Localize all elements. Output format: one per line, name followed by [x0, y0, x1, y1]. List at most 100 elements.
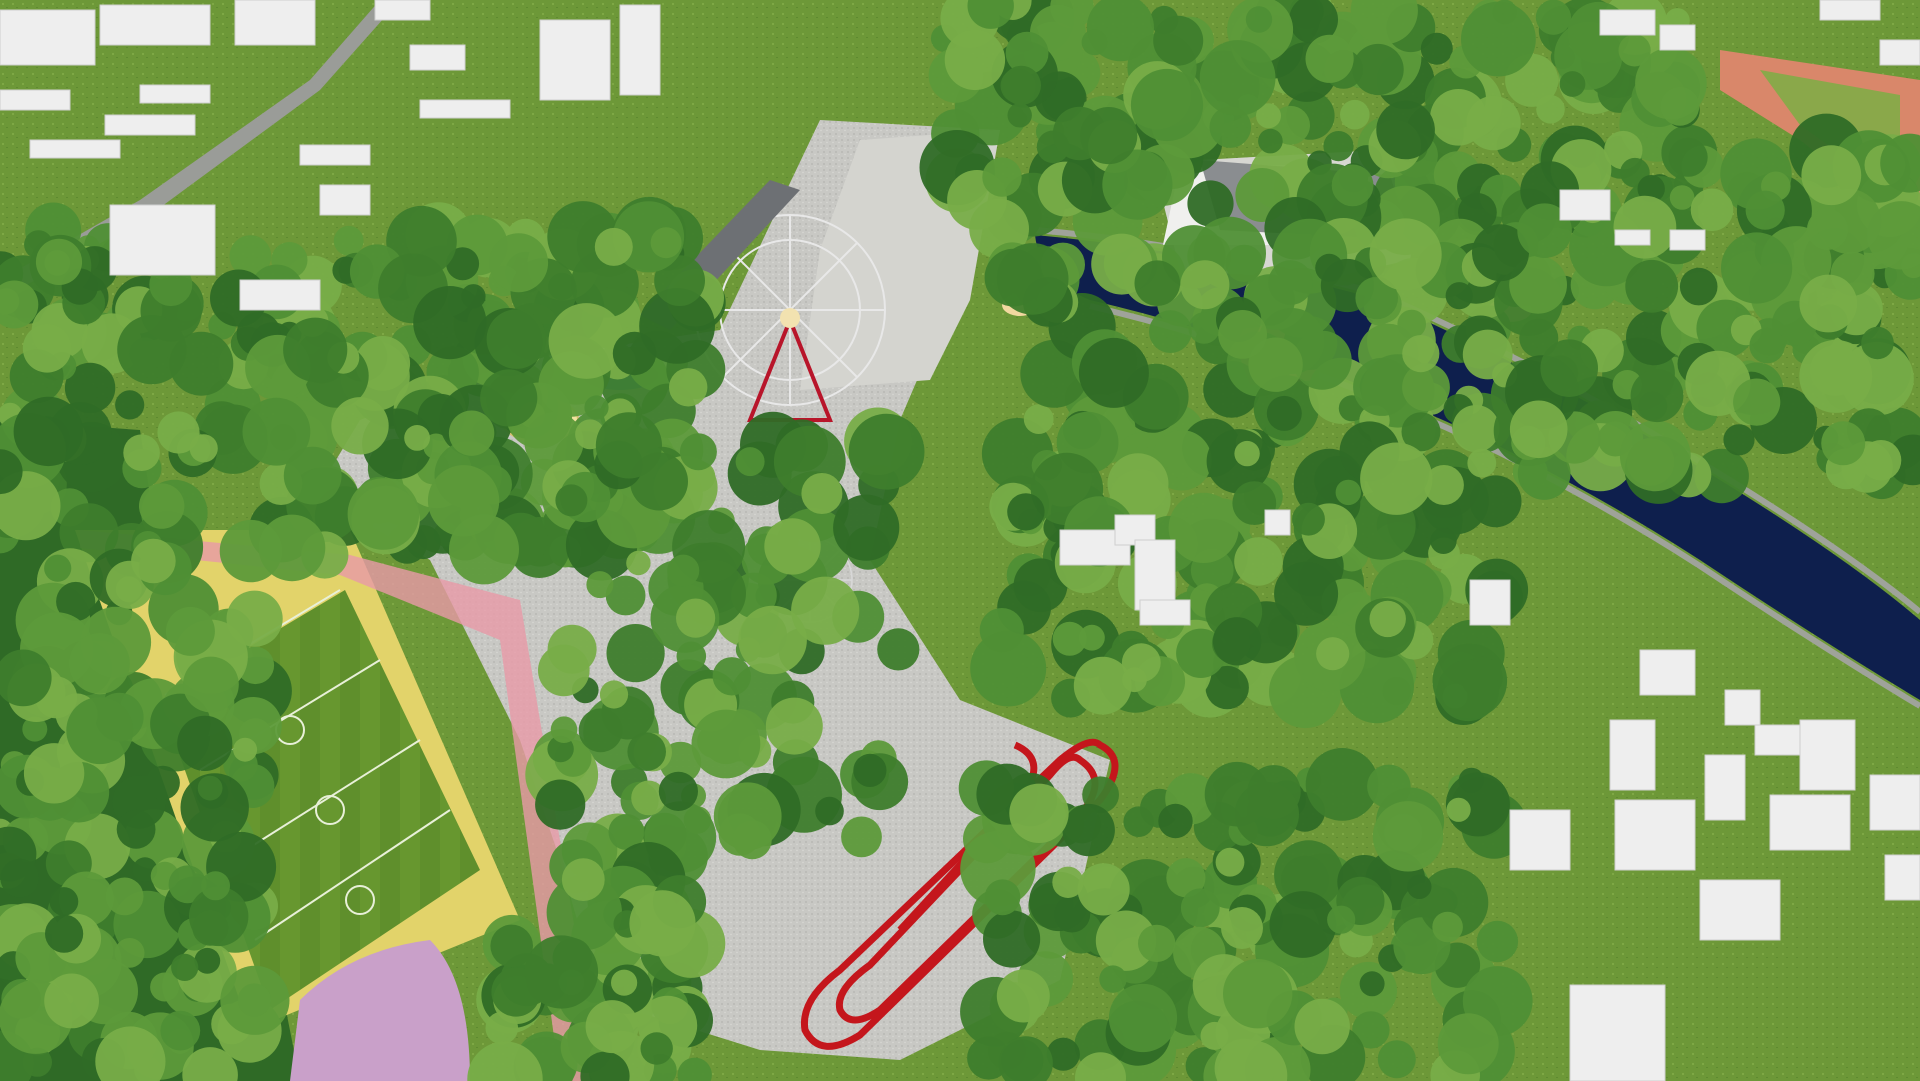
building-block [1609, 719, 1656, 791]
building-block [419, 99, 511, 119]
tree [1799, 339, 1873, 413]
tree [1335, 479, 1362, 506]
tree [944, 29, 1006, 91]
building-block [239, 279, 321, 311]
tree [1209, 106, 1252, 148]
tree [735, 447, 765, 477]
tree [1007, 493, 1045, 531]
tree [718, 813, 761, 856]
tree [1353, 357, 1412, 416]
building-block [1134, 539, 1176, 611]
tree [1637, 175, 1665, 203]
tree [1134, 260, 1181, 307]
tree [1223, 959, 1293, 1029]
building-block [1659, 24, 1696, 51]
tree [1352, 1011, 1390, 1049]
building-block [1704, 754, 1746, 821]
tree [226, 590, 283, 647]
tree [546, 874, 622, 951]
tree [1075, 1052, 1126, 1081]
tree [1323, 131, 1354, 162]
tree [1801, 145, 1862, 206]
tree [578, 708, 623, 753]
tree [1861, 326, 1894, 360]
tree [1517, 447, 1571, 500]
building-block [104, 114, 196, 136]
tree [1138, 924, 1176, 963]
tree [467, 1041, 543, 1081]
tree [1078, 337, 1149, 408]
tree [331, 397, 389, 455]
tree [550, 716, 578, 743]
tree [201, 871, 230, 901]
tree [1225, 244, 1263, 283]
building-block [1139, 599, 1191, 626]
tree [1816, 188, 1882, 254]
tree [150, 972, 180, 1002]
tree [242, 397, 311, 466]
tree [1509, 400, 1568, 459]
tree [1281, 855, 1329, 904]
tree [1694, 448, 1749, 504]
tree [0, 449, 23, 495]
building-block [1879, 39, 1920, 66]
tree [1679, 267, 1718, 306]
tree [1081, 29, 1108, 56]
tree [1461, 1, 1536, 77]
tree [764, 518, 821, 575]
tree [1200, 1021, 1229, 1050]
tree [677, 1057, 712, 1081]
tree [1023, 404, 1054, 434]
tree [194, 947, 221, 974]
building-block [1614, 229, 1651, 246]
tree [1452, 405, 1500, 453]
tree [1266, 395, 1302, 431]
tree [996, 243, 1069, 315]
tree [1359, 971, 1385, 997]
tree [66, 697, 134, 765]
tree [561, 858, 605, 901]
tree [1107, 453, 1169, 515]
tree [654, 255, 705, 306]
tree [1880, 133, 1920, 193]
tree [22, 716, 48, 742]
tree [1009, 783, 1069, 843]
tree [1402, 363, 1450, 412]
building-block [1509, 809, 1571, 871]
building-block [0, 89, 71, 111]
tree [139, 483, 185, 529]
tree [996, 969, 1050, 1023]
tree [1466, 95, 1521, 151]
building-block [99, 4, 211, 46]
tree [160, 1010, 201, 1051]
building-block [1884, 854, 1920, 901]
tree [791, 576, 860, 645]
tree [1476, 920, 1519, 963]
tree [168, 865, 207, 904]
tree [970, 630, 1047, 707]
tree [1446, 797, 1471, 822]
tree [116, 809, 156, 849]
tree [606, 624, 665, 683]
tree [182, 1047, 238, 1081]
tree [258, 514, 326, 582]
tree [712, 657, 751, 696]
tree [738, 605, 807, 675]
tree [1180, 888, 1220, 928]
tree [1721, 232, 1793, 304]
tree [1073, 656, 1132, 715]
tree [1733, 378, 1781, 426]
tree [1122, 667, 1147, 693]
tree [183, 656, 239, 713]
tree [669, 368, 708, 407]
tree [612, 331, 657, 376]
tree [1007, 103, 1032, 128]
tree [1331, 164, 1374, 207]
tree [1082, 776, 1119, 814]
tree [1437, 659, 1499, 722]
tree [1218, 310, 1267, 359]
tree [1204, 761, 1270, 827]
tree [1402, 335, 1440, 373]
tree [1187, 180, 1234, 227]
